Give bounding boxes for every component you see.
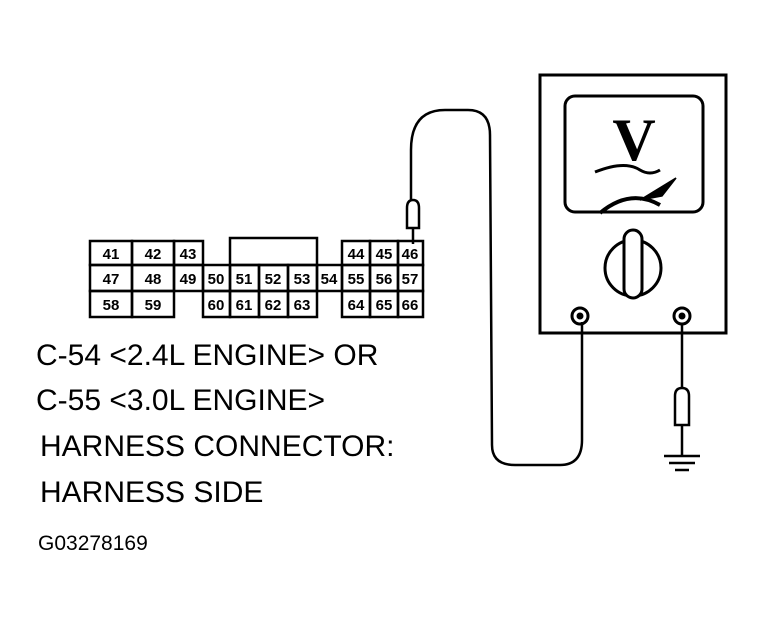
ground-icon xyxy=(664,454,700,472)
pin-label: 45 xyxy=(376,246,393,263)
selector-knob-pointer xyxy=(622,228,644,300)
pin-label: 47 xyxy=(103,271,120,288)
pin-label: 55 xyxy=(348,271,365,288)
positive-terminal-hole xyxy=(576,312,584,320)
voltmeter xyxy=(538,73,728,335)
pin-label: 59 xyxy=(145,297,162,314)
pin-label: 63 xyxy=(294,297,311,314)
pin-label: 61 xyxy=(236,297,253,314)
caption-line-1: C-54 <2.4L ENGINE> OR xyxy=(36,339,379,372)
caption-line-4: HARNESS SIDE xyxy=(40,476,264,509)
pin-66 xyxy=(396,289,425,319)
voltmeter-display xyxy=(563,94,705,214)
pin-label: 51 xyxy=(236,271,253,288)
pin-label: 41 xyxy=(103,246,120,263)
voltmeter-scale-arc xyxy=(598,196,661,215)
pin-label: 53 xyxy=(294,271,311,288)
pin-label: 44 xyxy=(348,246,365,263)
pin-label: 46 xyxy=(402,246,419,263)
caption-line-2: C-55 <3.0L ENGINE> xyxy=(36,384,326,417)
pin-59 xyxy=(130,289,176,319)
voltmeter-needle xyxy=(639,177,677,201)
pin-label: 58 xyxy=(103,297,120,314)
pin-label: 57 xyxy=(402,271,419,288)
connector-key-slot xyxy=(228,236,319,267)
pin-label: 60 xyxy=(208,297,225,314)
pin-label: 62 xyxy=(265,297,282,314)
pin-label: 54 xyxy=(321,271,338,288)
harness-connector xyxy=(88,236,425,319)
positive-test-probe xyxy=(405,150,421,244)
voltmeter-body xyxy=(538,73,728,335)
pin-label: 43 xyxy=(180,246,197,263)
negative-test-lead xyxy=(673,324,691,455)
pin-63 xyxy=(286,289,319,319)
pin-label: 56 xyxy=(376,271,393,288)
voltmeter-scale-mark xyxy=(594,164,661,175)
pin-label: 50 xyxy=(208,271,225,288)
pin-label: 64 xyxy=(348,297,365,314)
caption-line-3: HARNESS CONNECTOR: xyxy=(40,430,395,463)
pin-label: 42 xyxy=(145,246,162,263)
negative-terminal-hole xyxy=(678,312,686,320)
voltmeter-v-symbol: V xyxy=(612,107,655,173)
pin-label: 52 xyxy=(265,271,282,288)
pin-labels: 41 42 43 44 45 46 47 48 49 50 51 52 53 5… xyxy=(103,246,419,314)
figure-id: G03278169 xyxy=(38,532,148,555)
positive-test-lead xyxy=(409,108,584,467)
pin-label: 49 xyxy=(180,271,197,288)
positive-terminal xyxy=(570,306,590,326)
pin-label: 66 xyxy=(402,297,419,314)
pin-label: 65 xyxy=(376,297,393,314)
pin-label: 48 xyxy=(145,271,162,288)
